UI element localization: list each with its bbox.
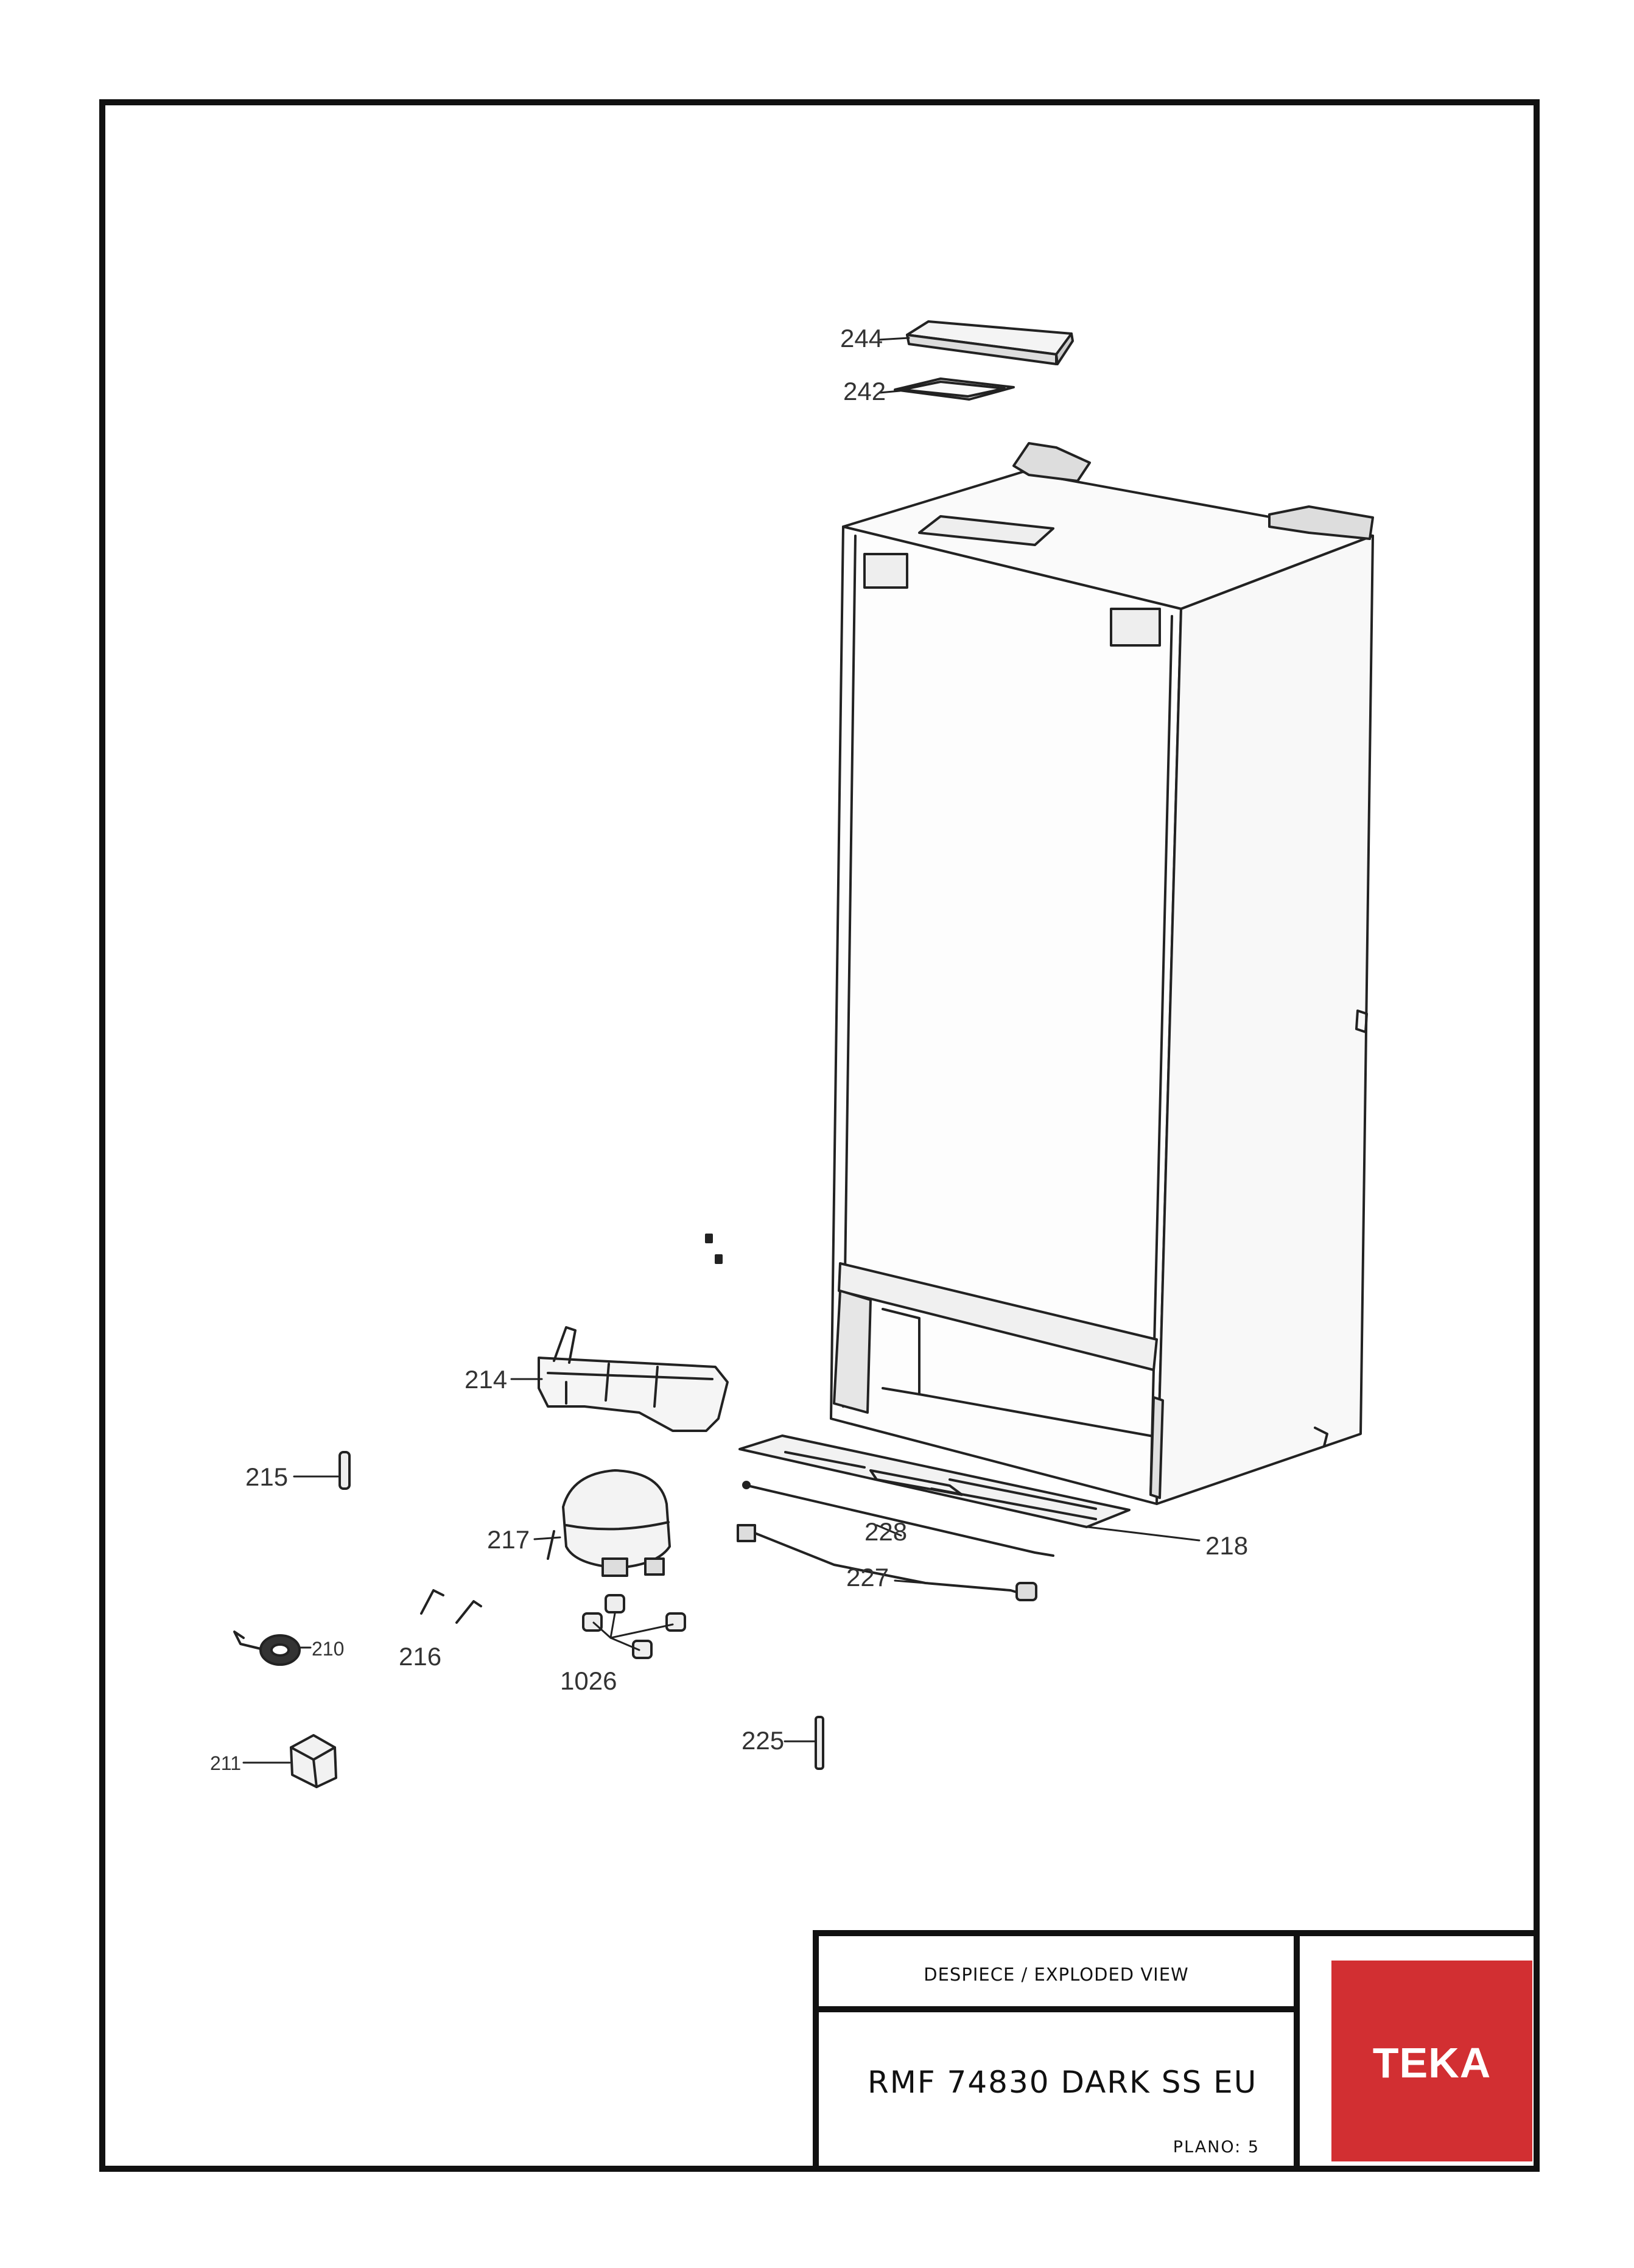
part-244-cover (906, 320, 1074, 365)
part-214-tray (538, 1326, 729, 1432)
drawing-heading: DESPIECE / EXPLODED VIEW (924, 1964, 1189, 1985)
teka-logo-text: TEKA (1372, 2039, 1492, 2087)
callout-214: 214 (465, 1365, 508, 1394)
callout-1026: 1026 (560, 1666, 617, 1695)
part-211-relay (290, 1734, 337, 1788)
title-model-box: RMF 74830 DARK SS EU PLANO: 5 (813, 2006, 1300, 2172)
callout-215: 215 (245, 1462, 289, 1491)
part-215-component (338, 1451, 351, 1490)
leader-lines (242, 337, 1201, 1764)
callout-216: 216 (399, 1642, 442, 1671)
small-screws (705, 1234, 723, 1264)
part-1026-grommets (582, 1594, 686, 1659)
title-heading-box: DESPIECE / EXPLODED VIEW (813, 1930, 1300, 2012)
part-242-gasket (894, 377, 1015, 401)
part-228-wire (742, 1481, 1054, 1557)
callout-244: 244 (840, 324, 883, 353)
callout-210: 210 (312, 1638, 345, 1660)
callout-218: 218 (1205, 1531, 1249, 1560)
part-217-compressor (547, 1469, 671, 1577)
part-218-base-plate (738, 1434, 1131, 1528)
callout-242: 242 (843, 377, 886, 406)
part-216-wires (420, 1589, 482, 1624)
callout-217: 217 (487, 1525, 530, 1554)
teka-logo: TEKA (1331, 1961, 1532, 2161)
part-225-pin (815, 1716, 824, 1770)
cabinet-body (830, 442, 1374, 1505)
callout-225: 225 (742, 1726, 785, 1755)
title-logo-box: TEKA (1294, 1930, 1540, 2172)
plano-number: PLANO: 5 (1173, 2138, 1260, 2157)
callout-211: 211 (210, 1752, 242, 1774)
callout-228: 228 (864, 1517, 908, 1546)
title-block: DESPIECE / EXPLODED VIEW RMF 74830 DARK … (813, 1930, 1540, 2172)
part-210-cable-coil (233, 1631, 301, 1666)
model-name: RMF 74830 DARK SS EU (868, 2065, 1258, 2100)
callout-227: 227 (846, 1563, 889, 1592)
